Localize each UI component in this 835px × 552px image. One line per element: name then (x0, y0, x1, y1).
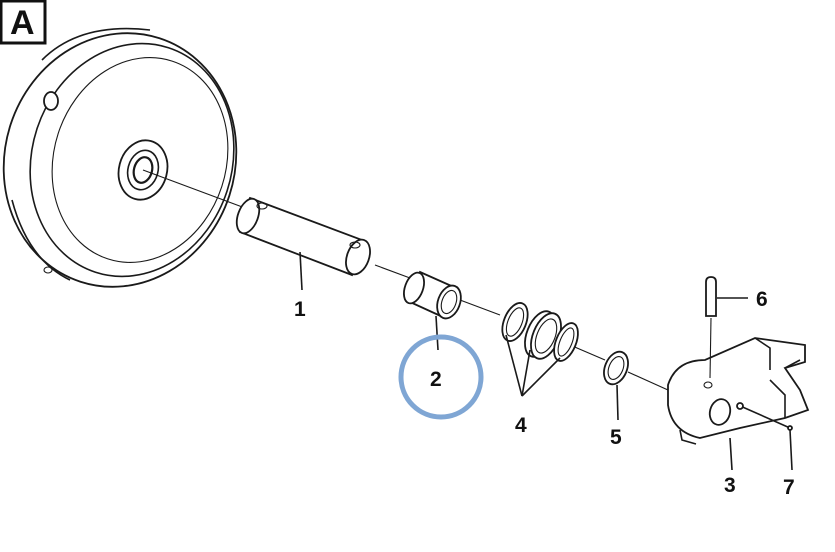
highlight-circle (398, 334, 484, 420)
pin[interactable] (705, 276, 717, 379)
o-ring[interactable] (599, 348, 632, 388)
corner-label: A (10, 4, 35, 42)
label-part-3: 3 (724, 474, 736, 497)
label-part-2: 2 (430, 368, 442, 391)
label-part-7: 7 (783, 476, 795, 499)
idler-wheel[interactable] (0, 3, 269, 318)
label-part-4: 4 (515, 414, 527, 437)
label-part-1: 1 (294, 298, 306, 321)
corner-label-box: A (0, 0, 47, 45)
lock-pin[interactable] (736, 402, 793, 431)
seal-set[interactable] (497, 299, 582, 364)
bracket[interactable] (667, 337, 810, 445)
assembly-axis (142, 169, 669, 391)
bushing[interactable] (400, 270, 465, 322)
leader-lines (299, 251, 793, 471)
shaft[interactable] (232, 196, 374, 278)
label-part-5: 5 (610, 426, 622, 449)
label-part-6: 6 (756, 288, 768, 311)
